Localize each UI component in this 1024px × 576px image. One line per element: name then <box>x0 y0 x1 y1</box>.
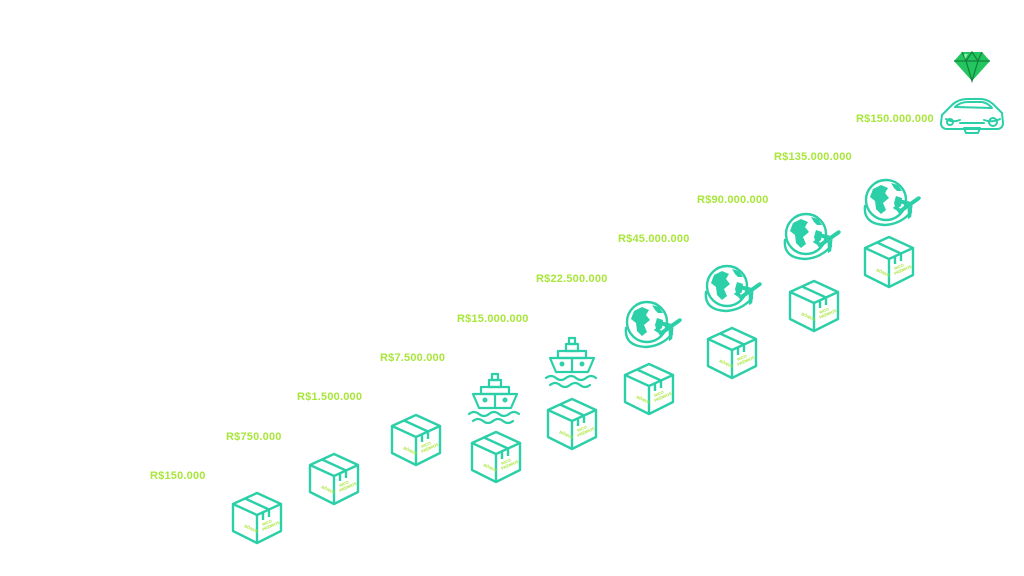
box-rico-text: RICO <box>736 353 747 362</box>
box-bonus-text: BÔNUS <box>244 523 260 534</box>
box-bonus-text: BÔNUS <box>559 429 575 440</box>
box-rico-text: RICO <box>653 389 664 398</box>
diamond-icon <box>952 49 992 84</box>
box-icon: BÔNUS RICO PRÊMIOS <box>705 325 759 381</box>
tier-3-value: R$1.500.000 <box>297 391 363 403</box>
box-rico-text: RICO <box>420 440 431 449</box>
box-icon: BÔNUS RICO PRÊMIOS <box>307 451 361 507</box>
tier-7-value: R$45.000.000 <box>618 233 690 245</box>
box-icon: BÔNUS RICO PRÊMIOS <box>469 429 523 485</box>
tier-9-value: R$135.000.000 <box>774 151 852 163</box>
box-rico-text: RICO <box>818 306 829 315</box>
box-bonus-text: BÔNUS <box>403 445 419 456</box>
tier-5-value: R$15.000.000 <box>457 313 529 325</box>
box-bonus-text: BÔNUS <box>876 267 892 278</box>
globe-plane-icon <box>702 262 762 316</box>
globe-plane-icon <box>781 210 841 264</box>
box-rico-text: RICO <box>338 479 349 488</box>
box-bonus-text: BÔNUS <box>321 484 337 495</box>
box-bonus-text: BÔNUS <box>719 358 735 369</box>
car-icon <box>938 93 1006 135</box>
box-icon: BÔNUS RICO PRÊMIOS <box>622 361 676 417</box>
ship-icon <box>467 370 523 428</box>
box-bonus-text: BÔNUS <box>636 394 652 405</box>
box-icon: BÔNUS RICO PRÊMIOS <box>862 234 916 290</box>
box-bonus-text: BÔNUS <box>801 311 817 322</box>
tier-1-value: R$150.000 <box>150 470 206 482</box>
globe-plane-icon <box>622 298 682 352</box>
box-icon: BÔNUS RICO PRÊMIOS <box>230 490 284 546</box>
tier-2-value: R$750.000 <box>226 431 282 443</box>
box-icon: BÔNUS RICO PRÊMIOS <box>389 412 443 468</box>
ship-icon <box>544 334 600 392</box>
box-bonus-text: BÔNUS <box>483 462 499 473</box>
tier-4-value: R$7.500.000 <box>380 352 446 364</box>
tier-10-value: R$150.000.000 <box>856 113 934 125</box>
box-icon: BÔNUS RICO PRÊMIOS <box>787 278 841 334</box>
tier-8-value: R$90.000.000 <box>697 194 769 206</box>
box-rico-text: RICO <box>576 424 587 433</box>
box-rico-text: RICO <box>893 262 904 271</box>
box-rico-text: RICO <box>500 457 511 466</box>
box-icon: BÔNUS RICO PRÊMIOS <box>545 396 599 452</box>
globe-plane-icon <box>861 176 921 230</box>
box-rico-text: RICO <box>261 518 272 527</box>
tier-6-value: R$22.500.000 <box>536 273 608 285</box>
